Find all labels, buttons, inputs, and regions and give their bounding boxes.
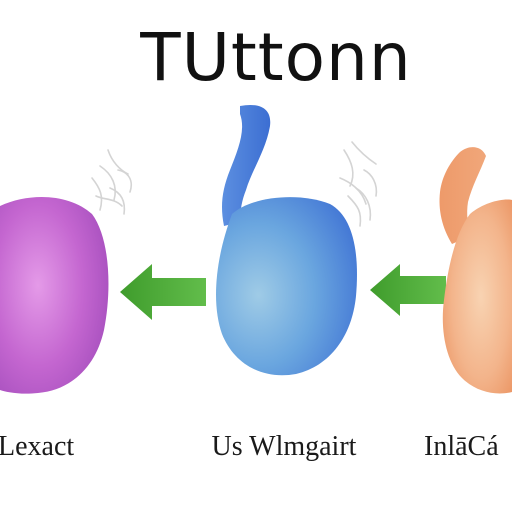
organ-blue — [216, 104, 357, 376]
stage-label-2: Us Wlmgairt — [212, 431, 357, 462]
organ-purple — [0, 196, 109, 394]
sketch-lines-left — [91, 149, 133, 215]
sketch-lines-middle — [339, 141, 378, 227]
arrow-left-2 — [370, 264, 446, 316]
arrow-left-1 — [120, 264, 206, 320]
organ-orange — [439, 147, 512, 394]
stage-label-1: Lexact — [0, 431, 74, 462]
stage-label-3: InlāCá — [424, 431, 499, 462]
diagram-title: TUttonn — [139, 19, 411, 96]
